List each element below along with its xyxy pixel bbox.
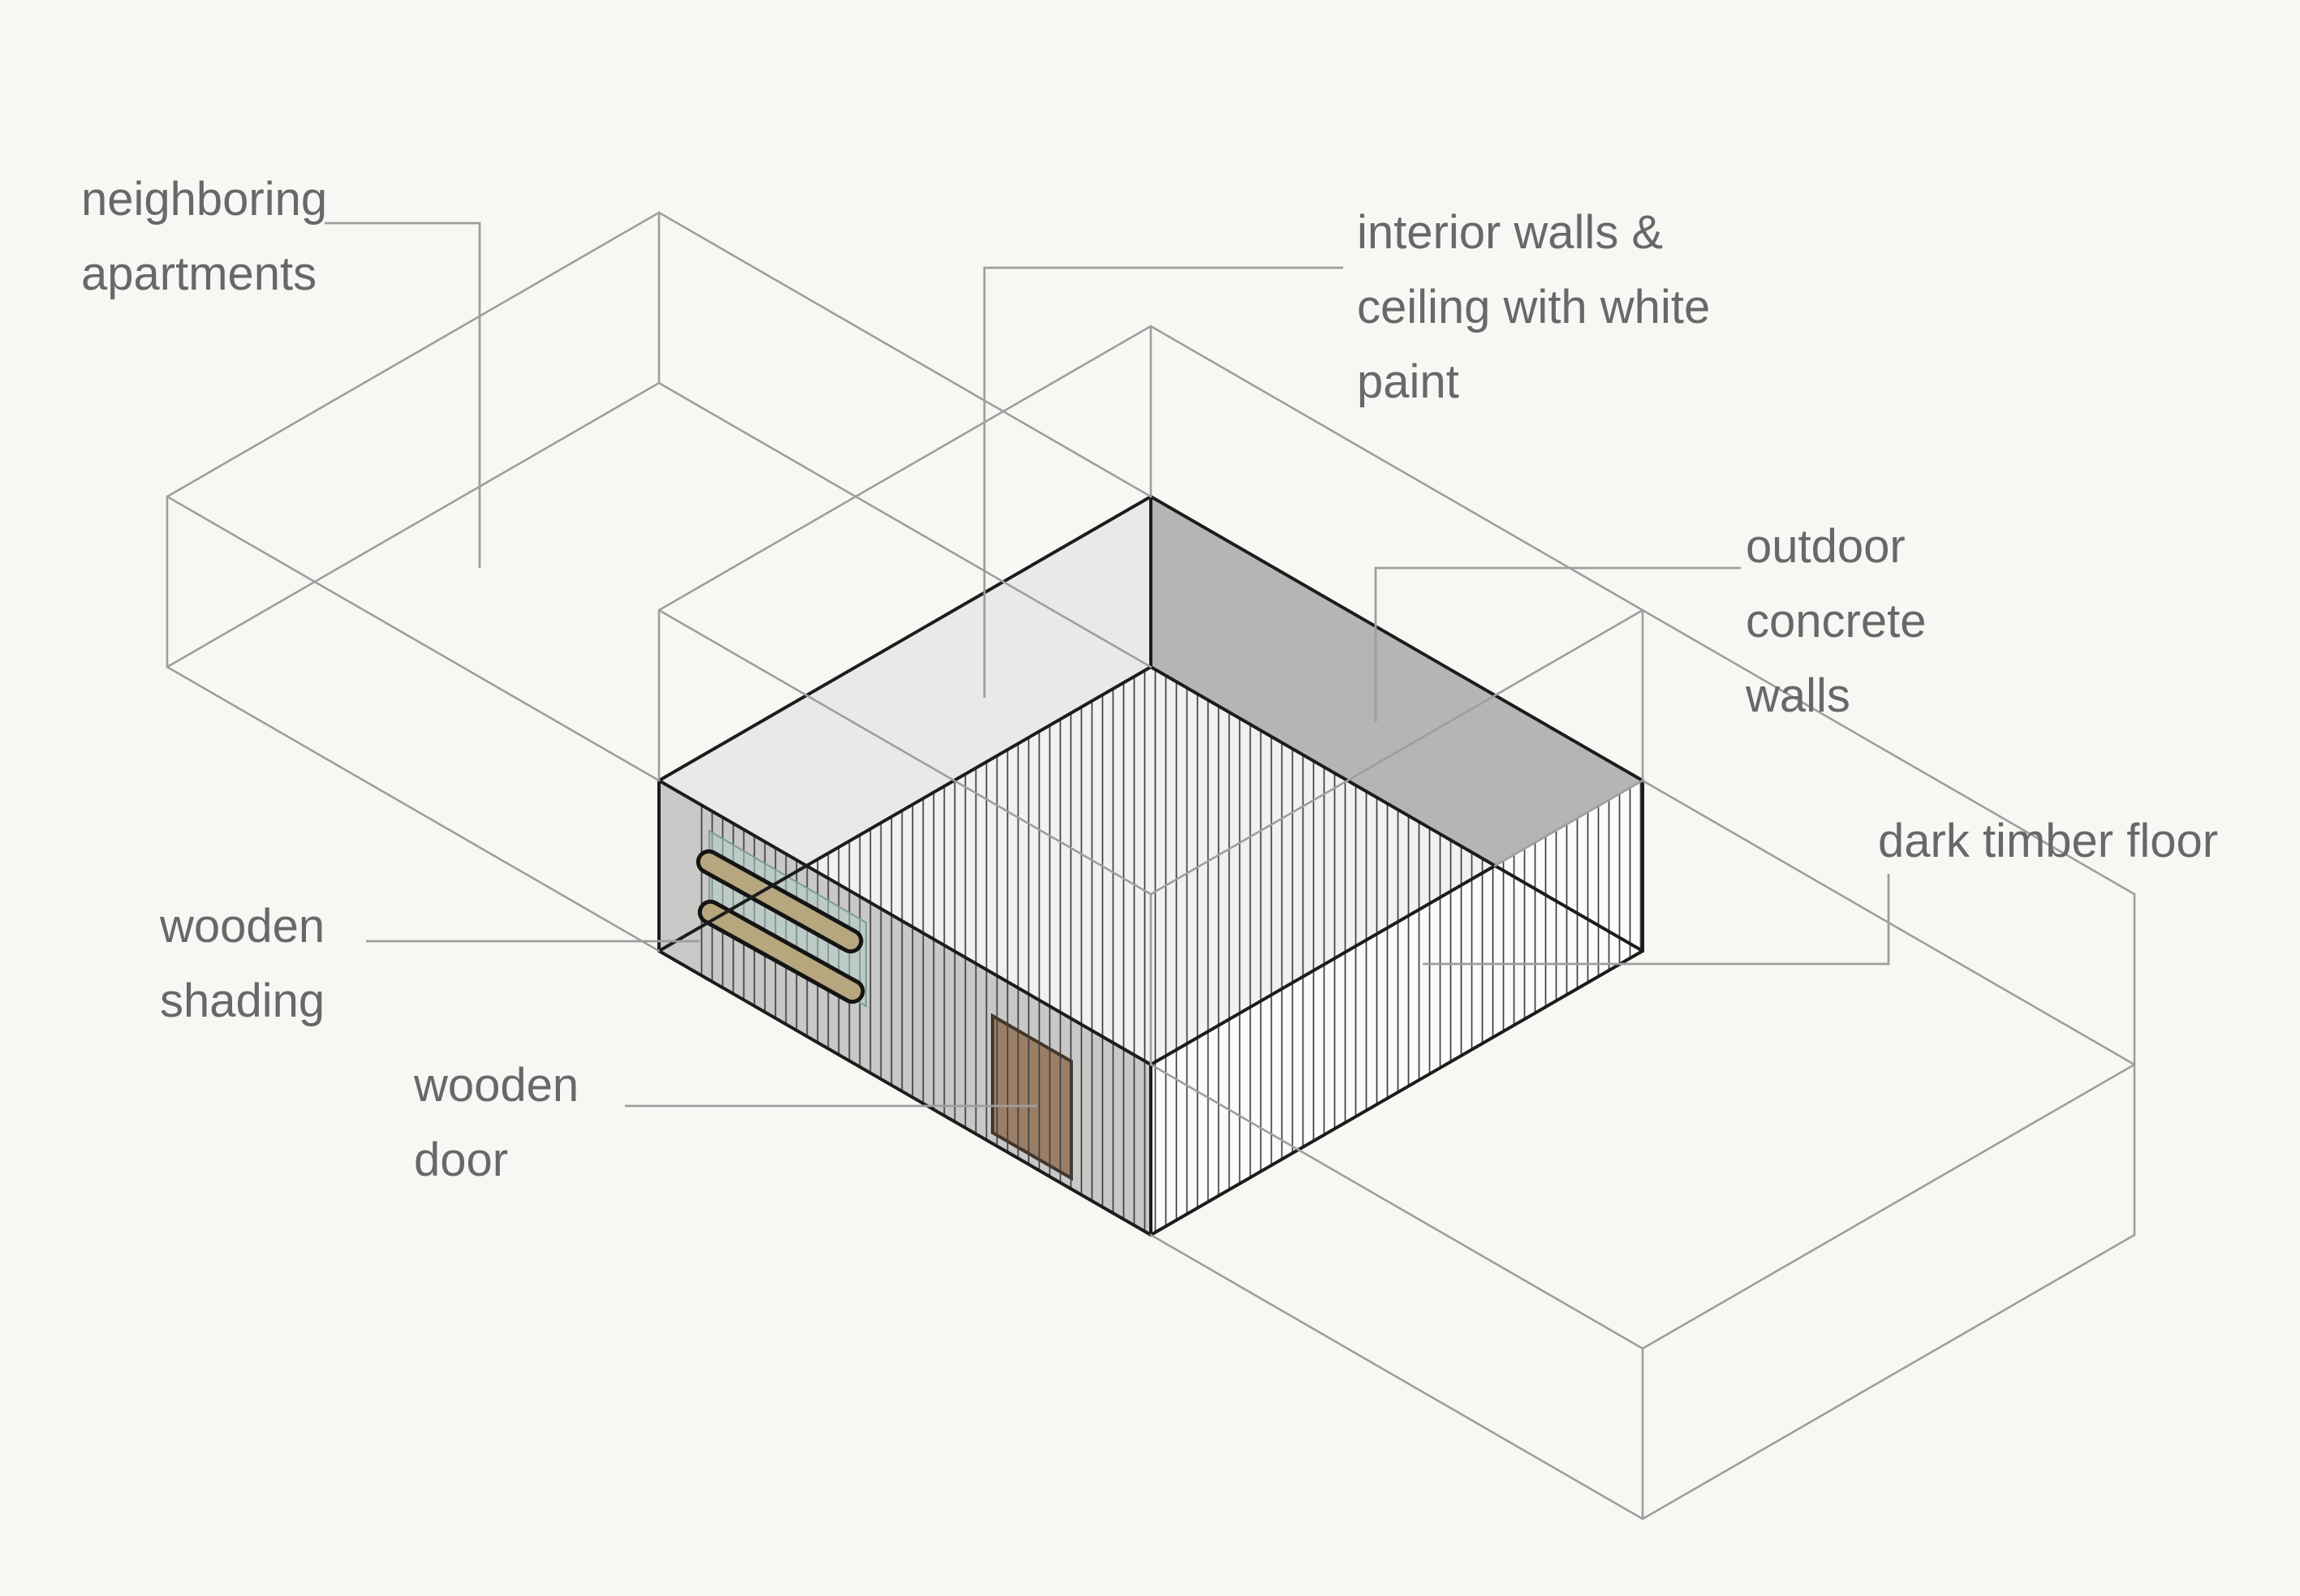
label-dark-timber-floor-line: dark timber floor [1878, 815, 2219, 867]
ceiling-edge-right [1149, 495, 1644, 782]
label-wooden-door-line: door [414, 1134, 509, 1186]
floor-edge-front-right [1149, 949, 1644, 1237]
label-wooden-shading: wooden shading [160, 889, 325, 1039]
outdoor-concrete-back-right-wall [1151, 497, 1643, 951]
volume-top-right-edge [1149, 325, 1644, 612]
label-interior-walls-line: interior walls & [1357, 206, 1664, 259]
label-neighboring-apartments-line: apartments [81, 247, 317, 300]
floor-edge-front-left [657, 949, 1152, 1237]
front-right-wall-top-edge [1149, 864, 1497, 1066]
leader-outdoor-concrete-walls [1374, 566, 1741, 722]
ceiling-edge-left [657, 495, 1152, 782]
leader-neighboring-apartments [325, 222, 481, 568]
se-box-bottom-right-edge [1641, 1233, 2136, 1521]
label-wooden-door: wooden door [414, 1048, 579, 1198]
se-box-top-front-edge [1641, 1063, 2136, 1350]
front-left-wall-top-edge [657, 779, 1152, 1066]
label-outdoor-concrete-walls-line: outdoor [1746, 520, 1906, 573]
leader-dark-timber-floor [1423, 874, 1890, 966]
floor-edge-back-right [1149, 665, 1644, 953]
nw-box-top-right-edge [657, 211, 1152, 498]
volume-top-left-edge [657, 325, 1152, 612]
label-outdoor-concrete-walls-line: concrete [1746, 595, 1927, 647]
nw-box-long-bottom-edge [166, 665, 661, 953]
volume-front-left-top-edge [657, 609, 1152, 896]
nw-box-top-left-edge [166, 211, 661, 498]
label-outdoor-concrete-walls-line: walls [1746, 669, 1850, 722]
label-interior-walls-line: paint [1357, 355, 1459, 408]
label-wooden-shading-line: wooden [160, 900, 325, 953]
nw-box-long-top-edge [166, 495, 661, 782]
label-neighboring-apartments-line: neighboring [81, 173, 328, 226]
label-wooden-shading-line: shading [160, 974, 325, 1027]
floor-edge-back-left [657, 665, 1152, 953]
nw-box-bottom-right-edge [657, 381, 1152, 669]
label-wooden-door-line: wooden [414, 1059, 579, 1112]
label-dark-timber-floor: dark timber floor [1878, 804, 2218, 879]
interior-back-left-wall [659, 497, 1151, 951]
volume-se-extension-edge [1641, 609, 2136, 896]
label-neighboring-apartments: neighboring apartments [81, 162, 327, 312]
label-interior-walls-line: ceiling with white [1357, 281, 1711, 333]
front-right-wall-top-edge-hidden [1493, 779, 1644, 867]
wooden-shading-slat-1 [696, 849, 864, 954]
label-interior-walls: interior walls & ceiling with white paint [1357, 196, 1710, 419]
wooden-shading-slat-2 [697, 899, 865, 1004]
cut-front-right-wall-hatch [1151, 781, 1643, 1235]
label-outdoor-concrete-walls: outdoor concrete walls [1746, 510, 1926, 733]
leader-interior-walls [983, 266, 1343, 698]
volume-front-right-top-edge [1149, 609, 1644, 896]
nw-box-bottom-left-edge [166, 381, 661, 669]
se-box-bottom-left-edge [1149, 1233, 1644, 1521]
se-box-top-left-edge [1149, 1063, 1644, 1350]
